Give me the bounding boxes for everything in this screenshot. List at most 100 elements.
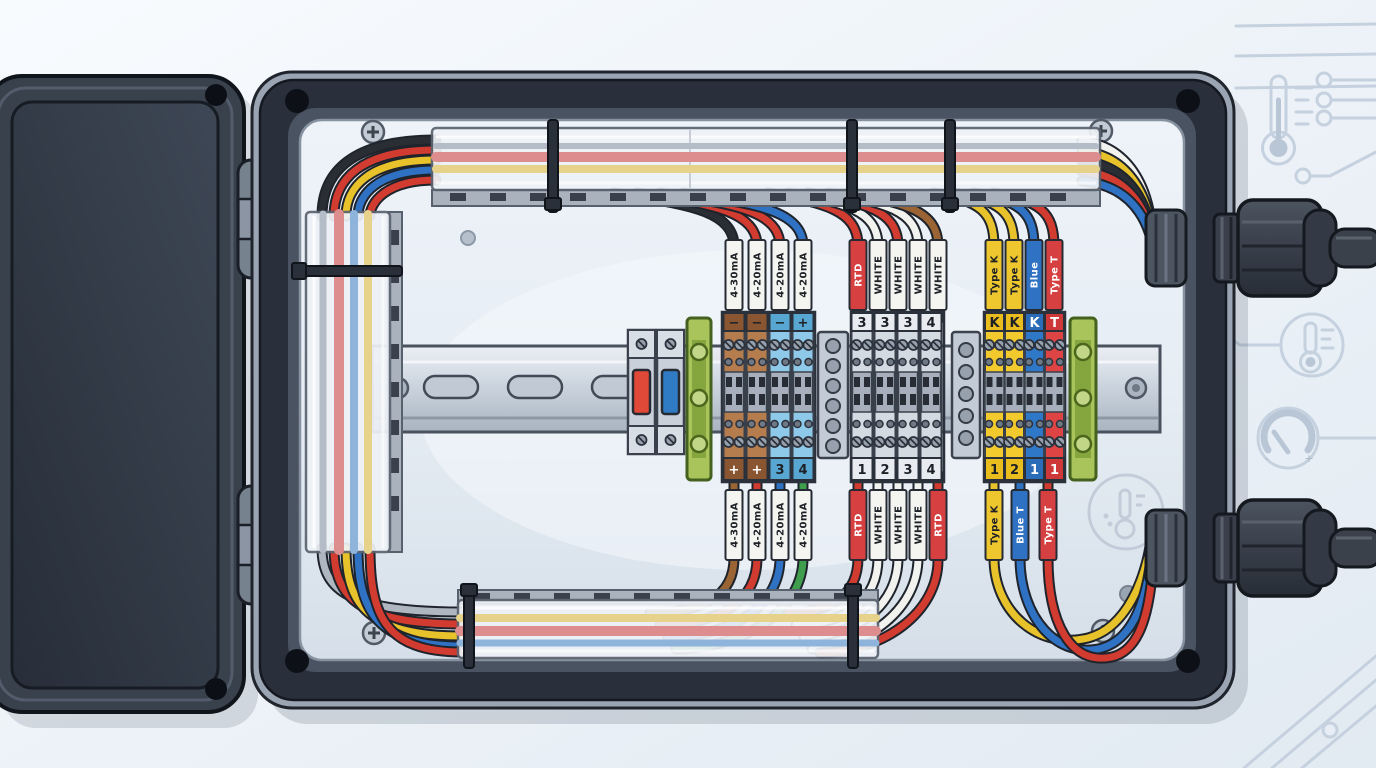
gauge-plus-label: + (1304, 452, 1313, 465)
svg-text:−: − (752, 316, 763, 331)
svg-text:4-20mA: 4-20mA (776, 502, 787, 548)
cable-tie (844, 583, 862, 669)
svg-text:−: − (729, 316, 740, 331)
wire-marker-sleeve: WHITE (928, 239, 948, 311)
terminal-block: 4 4 (919, 312, 943, 481)
svg-text:WHITE: WHITE (914, 256, 925, 295)
wire-marker-sleeve: 4-30mA (724, 489, 744, 561)
wire (328, 144, 442, 222)
enclosure-screw-hole (1176, 89, 1200, 113)
svg-text:4-20mA: 4-20mA (753, 502, 764, 548)
wire-marker-sleeve: WHITE (908, 489, 928, 561)
cable-tie (291, 262, 403, 280)
gauge-minus-label: - (1265, 452, 1269, 465)
wire-marker-sleeve: WHITE (888, 239, 908, 311)
terminal-block: − + (745, 312, 769, 481)
wire-marker-sleeve: WHITE (908, 239, 928, 311)
svg-text:K: K (989, 316, 1000, 331)
svg-text:2: 2 (1010, 463, 1019, 478)
wire-marker-sleeve: 4-20mA (747, 239, 767, 311)
svg-text:Blue T: Blue T (1016, 506, 1027, 544)
svg-text:WHITE: WHITE (894, 256, 905, 295)
wire-marker-sleeve: 4-20mA (770, 489, 790, 561)
breaker-module-blue (655, 328, 686, 456)
terminal-block: − + (722, 312, 746, 481)
cable-tie (544, 119, 562, 213)
terminal-block: K 1 (984, 312, 1005, 481)
svg-text:3: 3 (857, 316, 866, 331)
wire-marker-sleeves: 4-30mA 4-20mA 4-20mA 4-20mA RTD WHITE WH… (724, 239, 1064, 561)
wire-marker-sleeve: WHITE (868, 489, 888, 561)
terminal-block: − 3 (768, 312, 792, 481)
svg-text:4-20mA: 4-20mA (799, 502, 810, 548)
enclosure-lid (0, 74, 246, 714)
svg-text:2: 2 (880, 463, 889, 478)
svg-text:3: 3 (903, 463, 912, 478)
terminal-group-4-20mA: − + − + − 3 + 4 (720, 310, 817, 484)
wire-marker-sleeve: RTD (928, 489, 948, 561)
wire-marker-sleeve: WHITE (888, 489, 908, 561)
svg-text:1: 1 (1030, 463, 1039, 478)
wire (316, 134, 442, 222)
wire-marker-sleeve: Type T (1038, 489, 1058, 561)
wire-marker-sleeve: Blue T (1010, 489, 1030, 561)
lid-screw-hole (205, 84, 227, 106)
cable-tie (941, 119, 959, 213)
thermometer-circle-icon (1224, 312, 1345, 378)
wire-duct-left (291, 209, 403, 555)
wire (364, 542, 468, 658)
gauge-icon: - + (1256, 406, 1376, 470)
wire-marker-sleeve: 4-20mA (747, 489, 767, 561)
enclosure-screw-hole (285, 649, 309, 673)
end-stop-right (1068, 316, 1098, 482)
terminal-group-thermocouple: K 1 K 2 K 1 T 1 (982, 310, 1067, 484)
svg-text:−: − (775, 316, 786, 331)
svg-text:4-30mA: 4-30mA (730, 252, 741, 298)
wire-marker-sleeve: RTD (848, 239, 868, 311)
lid-screw-hole (205, 678, 227, 700)
svg-text:+: + (798, 316, 809, 331)
terminal-block: K 1 (1024, 312, 1045, 481)
svg-text:1: 1 (990, 463, 999, 478)
svg-text:+: + (752, 463, 763, 478)
svg-text:4: 4 (798, 463, 807, 478)
svg-text:WHITE: WHITE (874, 506, 885, 545)
svg-text:4-20mA: 4-20mA (753, 252, 764, 298)
svg-text:T: T (1050, 316, 1059, 331)
wire-marker-sleeve: 4-20mA (793, 489, 813, 561)
svg-text:RTD: RTD (934, 513, 945, 537)
terminal-block: K 2 (1004, 312, 1025, 481)
svg-text:+: + (729, 463, 740, 478)
end-stop-left (685, 316, 713, 482)
rail-slot (506, 374, 564, 400)
wire (352, 164, 442, 222)
terminal-block: T 1 (1044, 312, 1065, 481)
cable-tie (460, 583, 478, 669)
svg-text:1: 1 (1050, 463, 1059, 478)
svg-text:4-30mA: 4-30mA (730, 502, 741, 548)
svg-text:3: 3 (880, 316, 889, 331)
svg-text:Type T: Type T (1044, 506, 1055, 545)
svg-text:4: 4 (926, 316, 935, 331)
terminal-block: 3 2 (873, 312, 897, 481)
svg-text:Type K: Type K (1010, 254, 1021, 295)
svg-text:1: 1 (857, 463, 866, 478)
terminal-block: 3 3 (896, 312, 920, 481)
blue-rocker (660, 368, 681, 416)
wire-duct-bottom (455, 583, 881, 669)
svg-text:K: K (1029, 316, 1040, 331)
wire (1042, 468, 1159, 664)
wire-duct-top (430, 119, 1102, 213)
svg-text:WHITE: WHITE (914, 506, 925, 545)
svg-text:Blue: Blue (1030, 262, 1041, 289)
rail-spacer (816, 330, 850, 460)
wire-marker-sleeve: 4-20mA (770, 239, 790, 311)
rail-spacer (950, 330, 982, 460)
thermometer-icon (1261, 74, 1314, 166)
enclosure-screw-hole (1176, 649, 1200, 673)
wire-marker-sleeve: Type K (1004, 239, 1024, 311)
enclosure-screw-hole (285, 89, 309, 113)
terminal-block: + 4 (791, 312, 815, 481)
svg-text:Type K: Type K (990, 254, 1001, 295)
